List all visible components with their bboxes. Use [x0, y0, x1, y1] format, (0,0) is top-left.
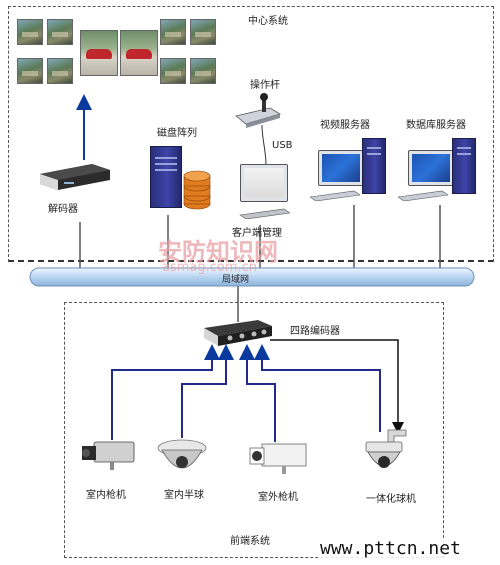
integrated-dome-camera-icon	[358, 428, 410, 478]
video-server-tower	[362, 138, 386, 194]
client-monitor	[240, 164, 288, 202]
video-server-keyboard	[308, 186, 361, 202]
disk-array-tower	[150, 146, 182, 208]
client-management-label: 客户端管理	[232, 228, 282, 239]
indoor-bullet-link	[111, 344, 220, 440]
database-server-monitor	[408, 150, 454, 186]
video-thumbnail	[160, 58, 186, 84]
frontend-system-boundary	[64, 302, 444, 558]
outdoor-bullet-label: 室外枪机	[258, 492, 298, 503]
disk-array-label: 磁盘阵列	[157, 128, 197, 139]
center-system-boundary	[8, 6, 494, 262]
video-thumbnail	[190, 19, 216, 45]
video-thumbnail	[47, 19, 73, 45]
indoor-dome-link	[181, 344, 234, 438]
database-server-keyboard	[396, 186, 449, 202]
video-server-monitor	[318, 150, 364, 186]
indoor-dome-camera-icon	[156, 438, 208, 478]
network-bus	[29, 267, 475, 287]
network-label: 局域网	[222, 275, 250, 285]
database-server-tower	[452, 138, 476, 194]
video-thumbnail	[17, 58, 43, 84]
video-thumbnail	[190, 58, 216, 84]
quad-encoder-device	[200, 316, 274, 350]
watermark-secondary: asmag.com.cn	[162, 260, 258, 275]
database-server-label: 数据库服务器	[406, 120, 466, 131]
integrated-dome-link	[254, 344, 381, 432]
video-server-label: 视频服务器	[320, 120, 370, 131]
indoor-bullet-camera-icon	[80, 438, 136, 472]
video-thumbnail	[47, 58, 73, 84]
video-feed-car	[80, 30, 118, 76]
frontend-system-label: 前端系统	[230, 536, 270, 547]
decoder-label: 解码器	[48, 204, 78, 215]
client-keyboard	[238, 204, 291, 220]
center-system-label: 中心系统	[248, 16, 288, 27]
indoor-dome-label: 室内半球	[164, 490, 204, 501]
corner-watermark: www.pttcn.net	[318, 538, 463, 559]
outdoor-bullet-link	[239, 344, 276, 442]
dome-control-link	[270, 339, 404, 434]
quad-encoder-label: 四路编码器	[290, 326, 340, 337]
disk-stack-icon	[182, 168, 212, 212]
video-feed-car	[120, 30, 158, 76]
joystick-icon	[234, 92, 282, 128]
watermark-primary: 安防知识网	[158, 238, 278, 266]
outdoor-bullet-camera-icon	[248, 440, 310, 476]
usb-label: USB	[272, 140, 293, 151]
decoder-device	[38, 160, 112, 192]
indoor-bullet-label: 室内枪机	[86, 490, 126, 501]
integrated-dome-label: 一体化球机	[366, 494, 416, 505]
joystick-label: 操作杆	[250, 80, 280, 91]
video-thumbnail	[160, 19, 186, 45]
video-thumbnail	[17, 19, 43, 45]
